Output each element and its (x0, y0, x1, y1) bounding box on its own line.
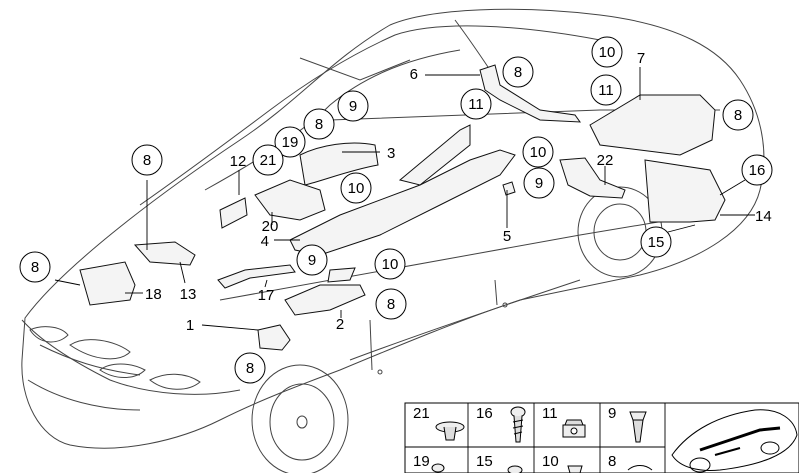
part-1-bracket (257, 324, 291, 351)
clip-nut-icon (562, 419, 586, 438)
svg-text:16: 16 (749, 162, 766, 179)
callout-8: 8 (502, 56, 534, 88)
label-2: 2 (336, 316, 344, 333)
parts (79, 64, 726, 351)
car-body-outline (21, 8, 765, 473)
label-22: 22 (597, 152, 614, 169)
label-5: 5 (503, 228, 511, 245)
svg-text:21: 21 (260, 152, 277, 169)
clip-icon (627, 465, 653, 471)
screw-head-icon (507, 465, 523, 473)
callout-9: 9 (523, 167, 555, 199)
callout-15: 15 (640, 226, 672, 258)
svg-text:10: 10 (530, 144, 547, 161)
label-7: 7 (637, 50, 645, 67)
svg-text:11: 11 (598, 82, 614, 99)
svg-text:8: 8 (143, 152, 151, 169)
legend-num-21: 21 (413, 405, 430, 422)
legend-num-16: 16 (476, 405, 493, 422)
part-13-plate (133, 241, 196, 266)
plain-labels: 6 7 3 12 22 20 14 4 5 13 18 17 2 1 (140, 50, 772, 334)
part-18-bracket (79, 261, 136, 306)
label-13: 13 (180, 286, 197, 303)
push-rivet-icon (435, 421, 465, 441)
callout-8: 8 (303, 108, 335, 140)
svg-text:10: 10 (382, 256, 399, 273)
callout-10: 10 (522, 136, 554, 168)
svg-text:8: 8 (246, 360, 254, 377)
callout-10: 10 (591, 36, 623, 68)
svg-text:8: 8 (734, 107, 742, 124)
svg-text:9: 9 (535, 175, 543, 192)
svg-text:15: 15 (648, 234, 665, 251)
svg-text:11: 11 (468, 96, 484, 113)
legend-num-19: 19 (413, 453, 430, 470)
legend-num-10: 10 (542, 453, 559, 470)
callout-9: 9 (337, 90, 369, 122)
part-20-shield (254, 179, 326, 221)
nut-icon (567, 465, 583, 473)
svg-text:10: 10 (599, 44, 616, 61)
part-22-bracket (559, 157, 626, 199)
callout-21: 21 (252, 144, 284, 176)
svg-text:9: 9 (349, 98, 357, 115)
callout-8: 8 (234, 352, 266, 384)
callout-11: 11 (460, 88, 492, 120)
callout-8: 8 (375, 288, 407, 320)
legend-num-9: 9 (608, 405, 616, 422)
legend-num-11: 11 (542, 405, 558, 422)
svg-text:9: 9 (308, 252, 316, 269)
callout-8: 8 (131, 144, 163, 176)
label-1: 1 (186, 317, 194, 334)
screw-icon (510, 406, 526, 443)
label-17: 17 (258, 287, 275, 304)
callout-16: 16 (741, 154, 773, 186)
part-2-shield (284, 284, 366, 316)
callout-8: 8 (722, 99, 754, 131)
svg-text:8: 8 (31, 259, 39, 276)
label-6: 6 (410, 66, 418, 83)
part-4-tunnel-top (398, 124, 471, 186)
rivet-icon (431, 463, 445, 473)
part-17-bracket (217, 264, 296, 289)
svg-text:8: 8 (387, 296, 395, 313)
label-14: 14 (755, 208, 772, 225)
label-4: 4 (261, 233, 269, 250)
part-6-bracket (479, 64, 582, 123)
svg-text:10: 10 (348, 180, 365, 197)
part-9-cover (327, 267, 356, 283)
svg-text:19: 19 (282, 134, 299, 151)
callout-8: 8 (19, 251, 51, 283)
part-3-shield (299, 142, 379, 186)
car-location-thumbnail-icon (671, 409, 798, 473)
callout-9: 9 (296, 244, 328, 276)
callout-19: 19 (274, 126, 306, 158)
part-5-clip (502, 181, 516, 196)
label-20: 20 (262, 218, 279, 235)
leader-lines (54, 67, 755, 331)
callouts: 10 8 11 11 8 9 8 19 10 8 21 16 9 10 15 9… (19, 36, 773, 384)
part-14-shield (644, 159, 726, 223)
legend-num-8: 8 (608, 453, 616, 470)
part-12-plate (219, 197, 248, 229)
callout-11: 11 (590, 74, 622, 106)
fastener-legend: 21 16 11 9 19 15 10 8 (404, 402, 799, 473)
svg-text:8: 8 (315, 116, 323, 133)
label-18: 18 (145, 286, 162, 303)
label-12: 12 (230, 153, 247, 170)
part-7-panel (589, 94, 716, 156)
callout-10: 10 (340, 172, 372, 204)
legend-num-15: 15 (476, 453, 493, 470)
label-3: 3 (387, 145, 395, 162)
spreader-nut-icon (629, 411, 647, 443)
svg-text:8: 8 (514, 64, 522, 81)
callout-10: 10 (374, 248, 406, 280)
